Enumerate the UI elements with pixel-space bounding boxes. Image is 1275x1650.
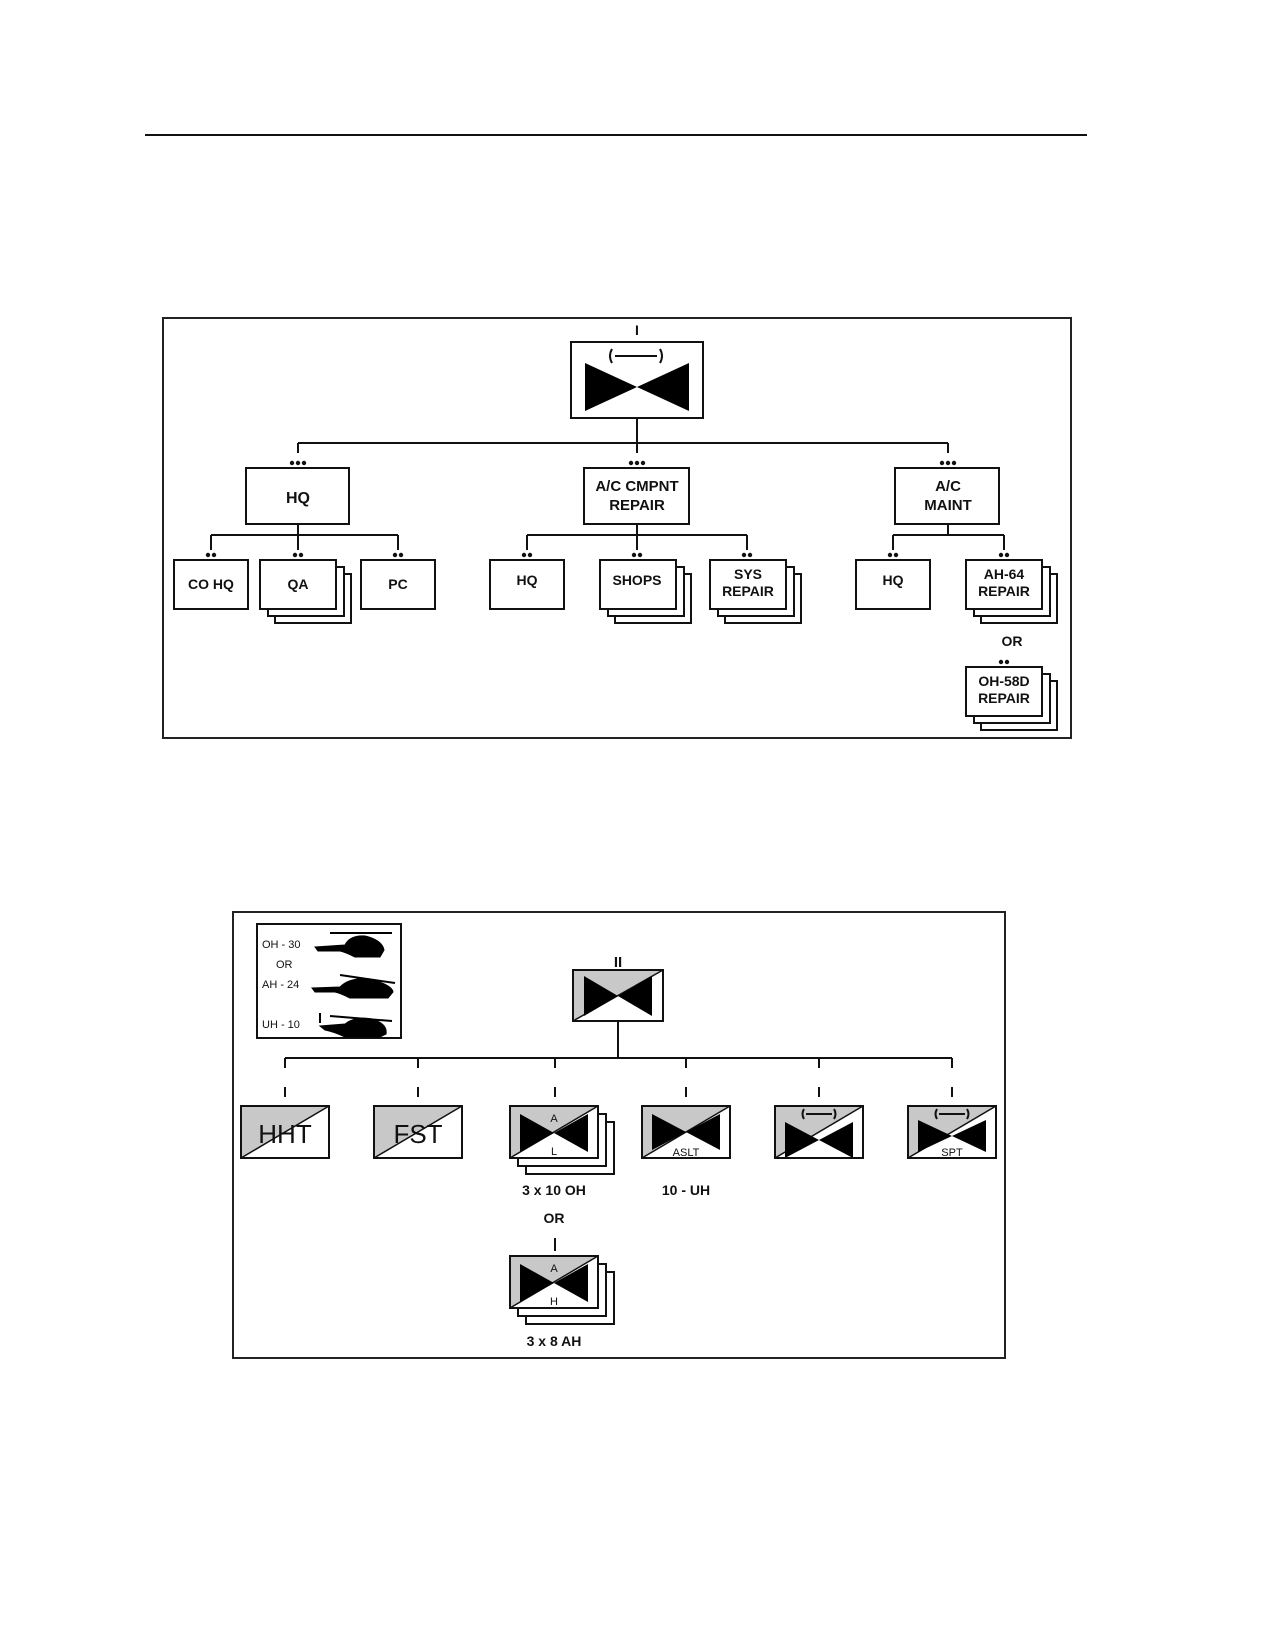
oh58d-label-1: OH-58D <box>978 673 1029 689</box>
maint-label-2: MAINT <box>924 497 972 514</box>
maint-label-1: A/C <box>935 478 961 495</box>
bowtie-left-icon <box>585 363 637 411</box>
oh58d-repair-stacked-box <box>965 666 1058 731</box>
bowtie-right-icon <box>637 363 689 411</box>
ah-h-label: H <box>550 1296 558 1308</box>
pc-label: PC <box>388 576 407 592</box>
legend-oh-label: OH - 30 <box>262 939 301 951</box>
pc-box <box>360 559 436 610</box>
squadron-symbol <box>572 969 664 1022</box>
page-top-rule <box>145 134 1087 136</box>
legend-uh-label: UH - 10 <box>262 1019 300 1031</box>
sys-repair-label-1: SYS <box>734 566 762 582</box>
al-troop-stacked-symbol <box>509 1105 615 1175</box>
hq-label: HQ <box>286 490 310 507</box>
al-a-label: A <box>550 1113 558 1125</box>
al-caption: 3 x 10 OH <box>522 1182 586 1198</box>
uh-helicopter-icon <box>318 1013 393 1038</box>
co-hq-box <box>173 559 249 610</box>
wrench-icon <box>609 348 663 364</box>
comp-hq-label: HQ <box>517 572 538 588</box>
aviation-squadron-chart: OH - 30 OR AH - 24 UH - 10 II <box>232 911 1006 1359</box>
wrench-icon <box>934 1108 970 1120</box>
legend-ah-label: AH - 24 <box>262 979 299 991</box>
ah-a-label: A <box>550 1263 558 1275</box>
ah-helicopter-icon <box>311 974 396 999</box>
aslt-troop-symbol <box>641 1105 731 1159</box>
maint-box <box>894 467 1000 525</box>
connector-lines <box>210 418 1005 550</box>
co-hq-label: CO HQ <box>188 576 234 592</box>
sys-repair-label-2: REPAIR <box>722 583 774 599</box>
aslt-label: ASLT <box>673 1147 700 1159</box>
ah64-label-2: REPAIR <box>978 583 1030 599</box>
shops-stacked-box <box>599 559 692 624</box>
squadron-echelon-marker: II <box>614 954 622 971</box>
qa-stacked-box <box>259 559 352 624</box>
shops-label: SHOPS <box>612 572 661 588</box>
figure2-frame <box>232 911 1006 1359</box>
oh-helicopter-icon <box>314 932 392 958</box>
sys-repair-stacked-box <box>709 559 802 624</box>
comp-repair-box <box>583 467 690 525</box>
maintenance-company-chart: I <box>162 317 1072 739</box>
comp-hq-box <box>489 559 565 610</box>
figure1-frame <box>162 317 1072 739</box>
wrench-icon <box>801 1108 837 1120</box>
squadron-connectors <box>284 1021 953 1251</box>
hht-label: HHT <box>258 1119 312 1149</box>
oh58d-label-2: REPAIR <box>978 690 1030 706</box>
comp-repair-label-1: A/C CMPNT <box>595 478 678 495</box>
echelon-dots <box>205 460 1010 665</box>
ah64-repair-stacked-box <box>965 559 1058 624</box>
echelon-marker: I <box>635 322 639 338</box>
comp-repair-label-2: REPAIR <box>609 497 665 514</box>
fst-unit-symbol <box>373 1105 463 1159</box>
al-l-label: L <box>551 1146 557 1158</box>
or-label: OR <box>1002 633 1023 649</box>
fst-label: FST <box>393 1119 442 1149</box>
hq-platoon-box <box>245 467 350 525</box>
ah-caption: 3 x 8 AH <box>527 1333 582 1349</box>
maint-hq-box <box>855 559 931 610</box>
ah64-label-1: AH-64 <box>984 566 1025 582</box>
or-label-2: OR <box>544 1210 565 1226</box>
hht-unit-symbol <box>240 1105 330 1159</box>
support-troop-symbol <box>907 1105 997 1159</box>
ah-troop-stacked-symbol <box>509 1255 615 1325</box>
spt-label: SPT <box>941 1147 963 1159</box>
qa-label: QA <box>288 576 309 592</box>
aslt-caption: 10 - UH <box>662 1182 710 1198</box>
maint-hq-label: HQ <box>883 572 904 588</box>
legend-or-label: OR <box>276 959 293 971</box>
